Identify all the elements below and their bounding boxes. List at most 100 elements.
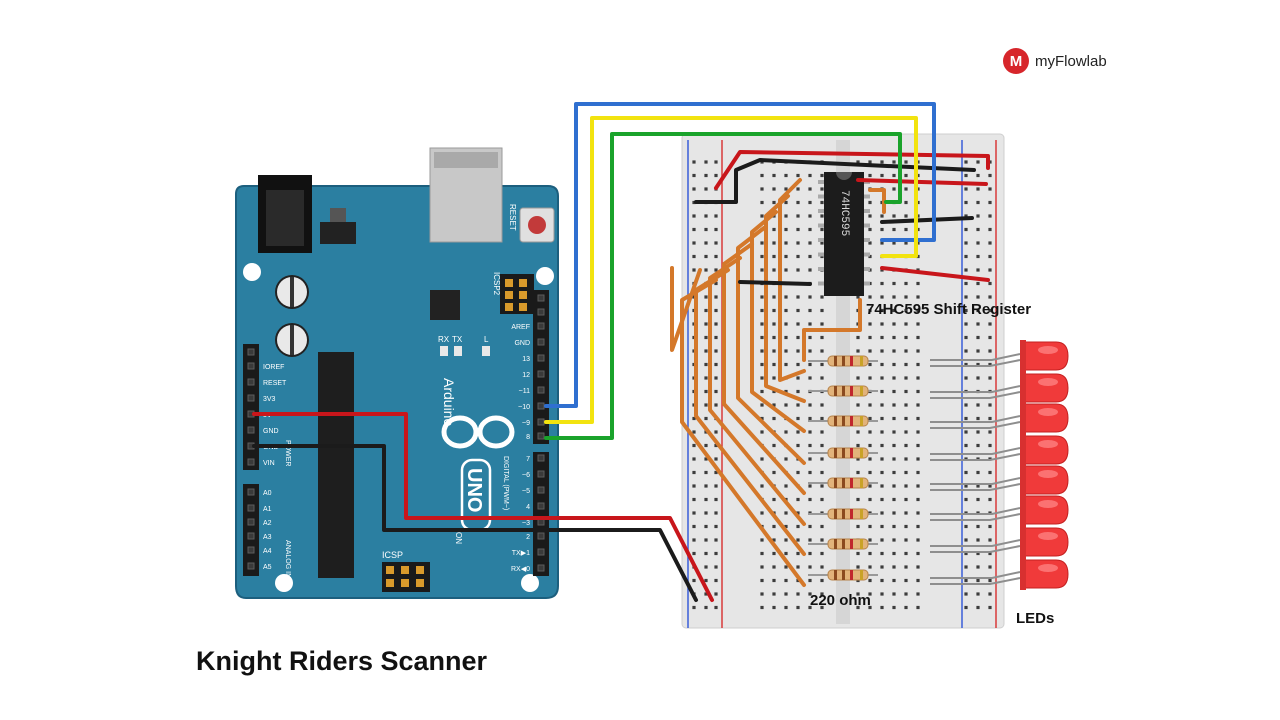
breadboard-hole xyxy=(760,200,764,205)
breadboard-hole xyxy=(868,592,872,596)
breadboard-hole xyxy=(760,457,764,461)
breadboard-hole xyxy=(904,524,908,529)
orange-wire xyxy=(708,256,806,526)
led-rim xyxy=(1020,464,1026,496)
breadboard-hole xyxy=(772,322,776,326)
led-lead xyxy=(930,415,1021,423)
breadboard-hole xyxy=(796,268,800,272)
power-pin xyxy=(247,426,255,434)
breadboard-hole xyxy=(892,524,896,529)
breadboard-hole xyxy=(880,592,884,596)
orange-wire xyxy=(736,226,806,465)
breadboard-hole xyxy=(868,538,872,542)
resistor xyxy=(827,569,869,581)
resistor xyxy=(827,355,869,367)
leds-label: LEDs xyxy=(1016,610,1055,627)
breadboard-hole xyxy=(976,416,980,421)
breadboard-hole xyxy=(904,308,908,313)
led-lead xyxy=(930,571,1021,579)
breadboard-hole xyxy=(880,335,884,340)
breadboard-hole xyxy=(964,200,968,205)
breadboard-hole xyxy=(904,443,908,448)
breadboard-hole xyxy=(868,335,872,340)
breadboard-hole xyxy=(892,538,896,542)
digital-pin xyxy=(537,386,545,394)
breadboard-hole xyxy=(916,592,920,596)
resistor-band xyxy=(842,356,845,366)
breadboard-hole xyxy=(760,322,764,326)
breadboard-hole xyxy=(714,308,718,313)
breadboard-hole xyxy=(964,605,968,610)
black-wire xyxy=(880,216,974,224)
breadboard-hole xyxy=(916,376,920,380)
breadboard-hole xyxy=(692,511,696,515)
breadboard-hole xyxy=(808,430,812,434)
breadboard-hole xyxy=(988,538,992,542)
power-pin xyxy=(247,348,255,356)
breadboard-hole xyxy=(880,565,884,569)
icsp2-pin xyxy=(505,291,513,299)
breadboard-hole xyxy=(916,416,920,421)
breadboard-hole xyxy=(704,592,708,596)
breadboard-hole xyxy=(988,268,992,272)
breadboard-hole xyxy=(820,605,824,610)
breadboard-hole xyxy=(892,565,896,569)
breadboard-hole xyxy=(704,551,708,556)
breadboard-hole xyxy=(916,443,920,448)
breadboard-hole xyxy=(784,322,788,326)
breadboard-hole xyxy=(820,214,824,218)
digital-pin-label: 13 xyxy=(522,356,530,363)
breadboard-hole xyxy=(692,227,696,232)
breadboard-hole xyxy=(760,511,764,515)
breadboard-hole xyxy=(892,551,896,556)
breadboard-hole xyxy=(714,605,718,610)
breadboard-hole xyxy=(796,430,800,434)
digital-pin xyxy=(537,322,545,330)
breadboard-hole xyxy=(916,268,920,272)
capacitor-stripe xyxy=(290,277,294,307)
red-wire xyxy=(714,150,990,190)
breadboard-hole xyxy=(880,160,884,164)
breadboard-hole xyxy=(704,565,708,569)
breadboard-hole xyxy=(856,335,860,340)
breadboard-hole xyxy=(868,322,872,326)
resistor-band xyxy=(860,539,863,549)
breadboard-hole xyxy=(796,565,800,569)
breadboard-hole xyxy=(704,349,708,353)
breadboard-hole xyxy=(868,376,872,380)
breadboard-hole xyxy=(880,605,884,610)
breadboard-hole xyxy=(704,511,708,515)
breadboard-hole xyxy=(880,578,884,583)
breadboard-hole xyxy=(904,187,908,191)
breadboard-hole xyxy=(692,551,696,556)
breadboard-hole xyxy=(692,443,696,448)
breadboard-hole xyxy=(976,484,980,488)
breadboard-hole xyxy=(820,578,824,583)
analog-pin xyxy=(247,532,255,540)
digital-pin xyxy=(537,402,545,410)
breadboard-hole xyxy=(904,335,908,340)
breadboard-hole xyxy=(784,389,788,394)
breadboard-hole xyxy=(904,295,908,299)
breadboard-hole xyxy=(916,362,920,367)
breadboard-hole xyxy=(704,376,708,380)
breadboard-hole xyxy=(892,497,896,502)
breadboard-hole xyxy=(904,470,908,475)
breadboard-hole xyxy=(856,605,860,610)
breadboard-hole xyxy=(976,173,980,178)
breadboard-hole xyxy=(976,403,980,407)
breadboard-hole xyxy=(704,335,708,340)
resistor-band xyxy=(834,509,837,519)
breadboard-hole xyxy=(714,497,718,502)
resistor-band xyxy=(860,478,863,488)
digital-pin xyxy=(537,532,545,540)
resistor xyxy=(827,415,869,427)
breadboard-hole xyxy=(808,592,812,596)
resistor-band xyxy=(850,478,853,488)
tx-label: TX xyxy=(452,335,463,344)
breadboard-hole xyxy=(714,241,718,245)
breadboard-hole xyxy=(704,295,708,299)
breadboard-hole xyxy=(796,335,800,340)
analog-pin xyxy=(247,562,255,570)
breadboard-hole xyxy=(892,322,896,326)
